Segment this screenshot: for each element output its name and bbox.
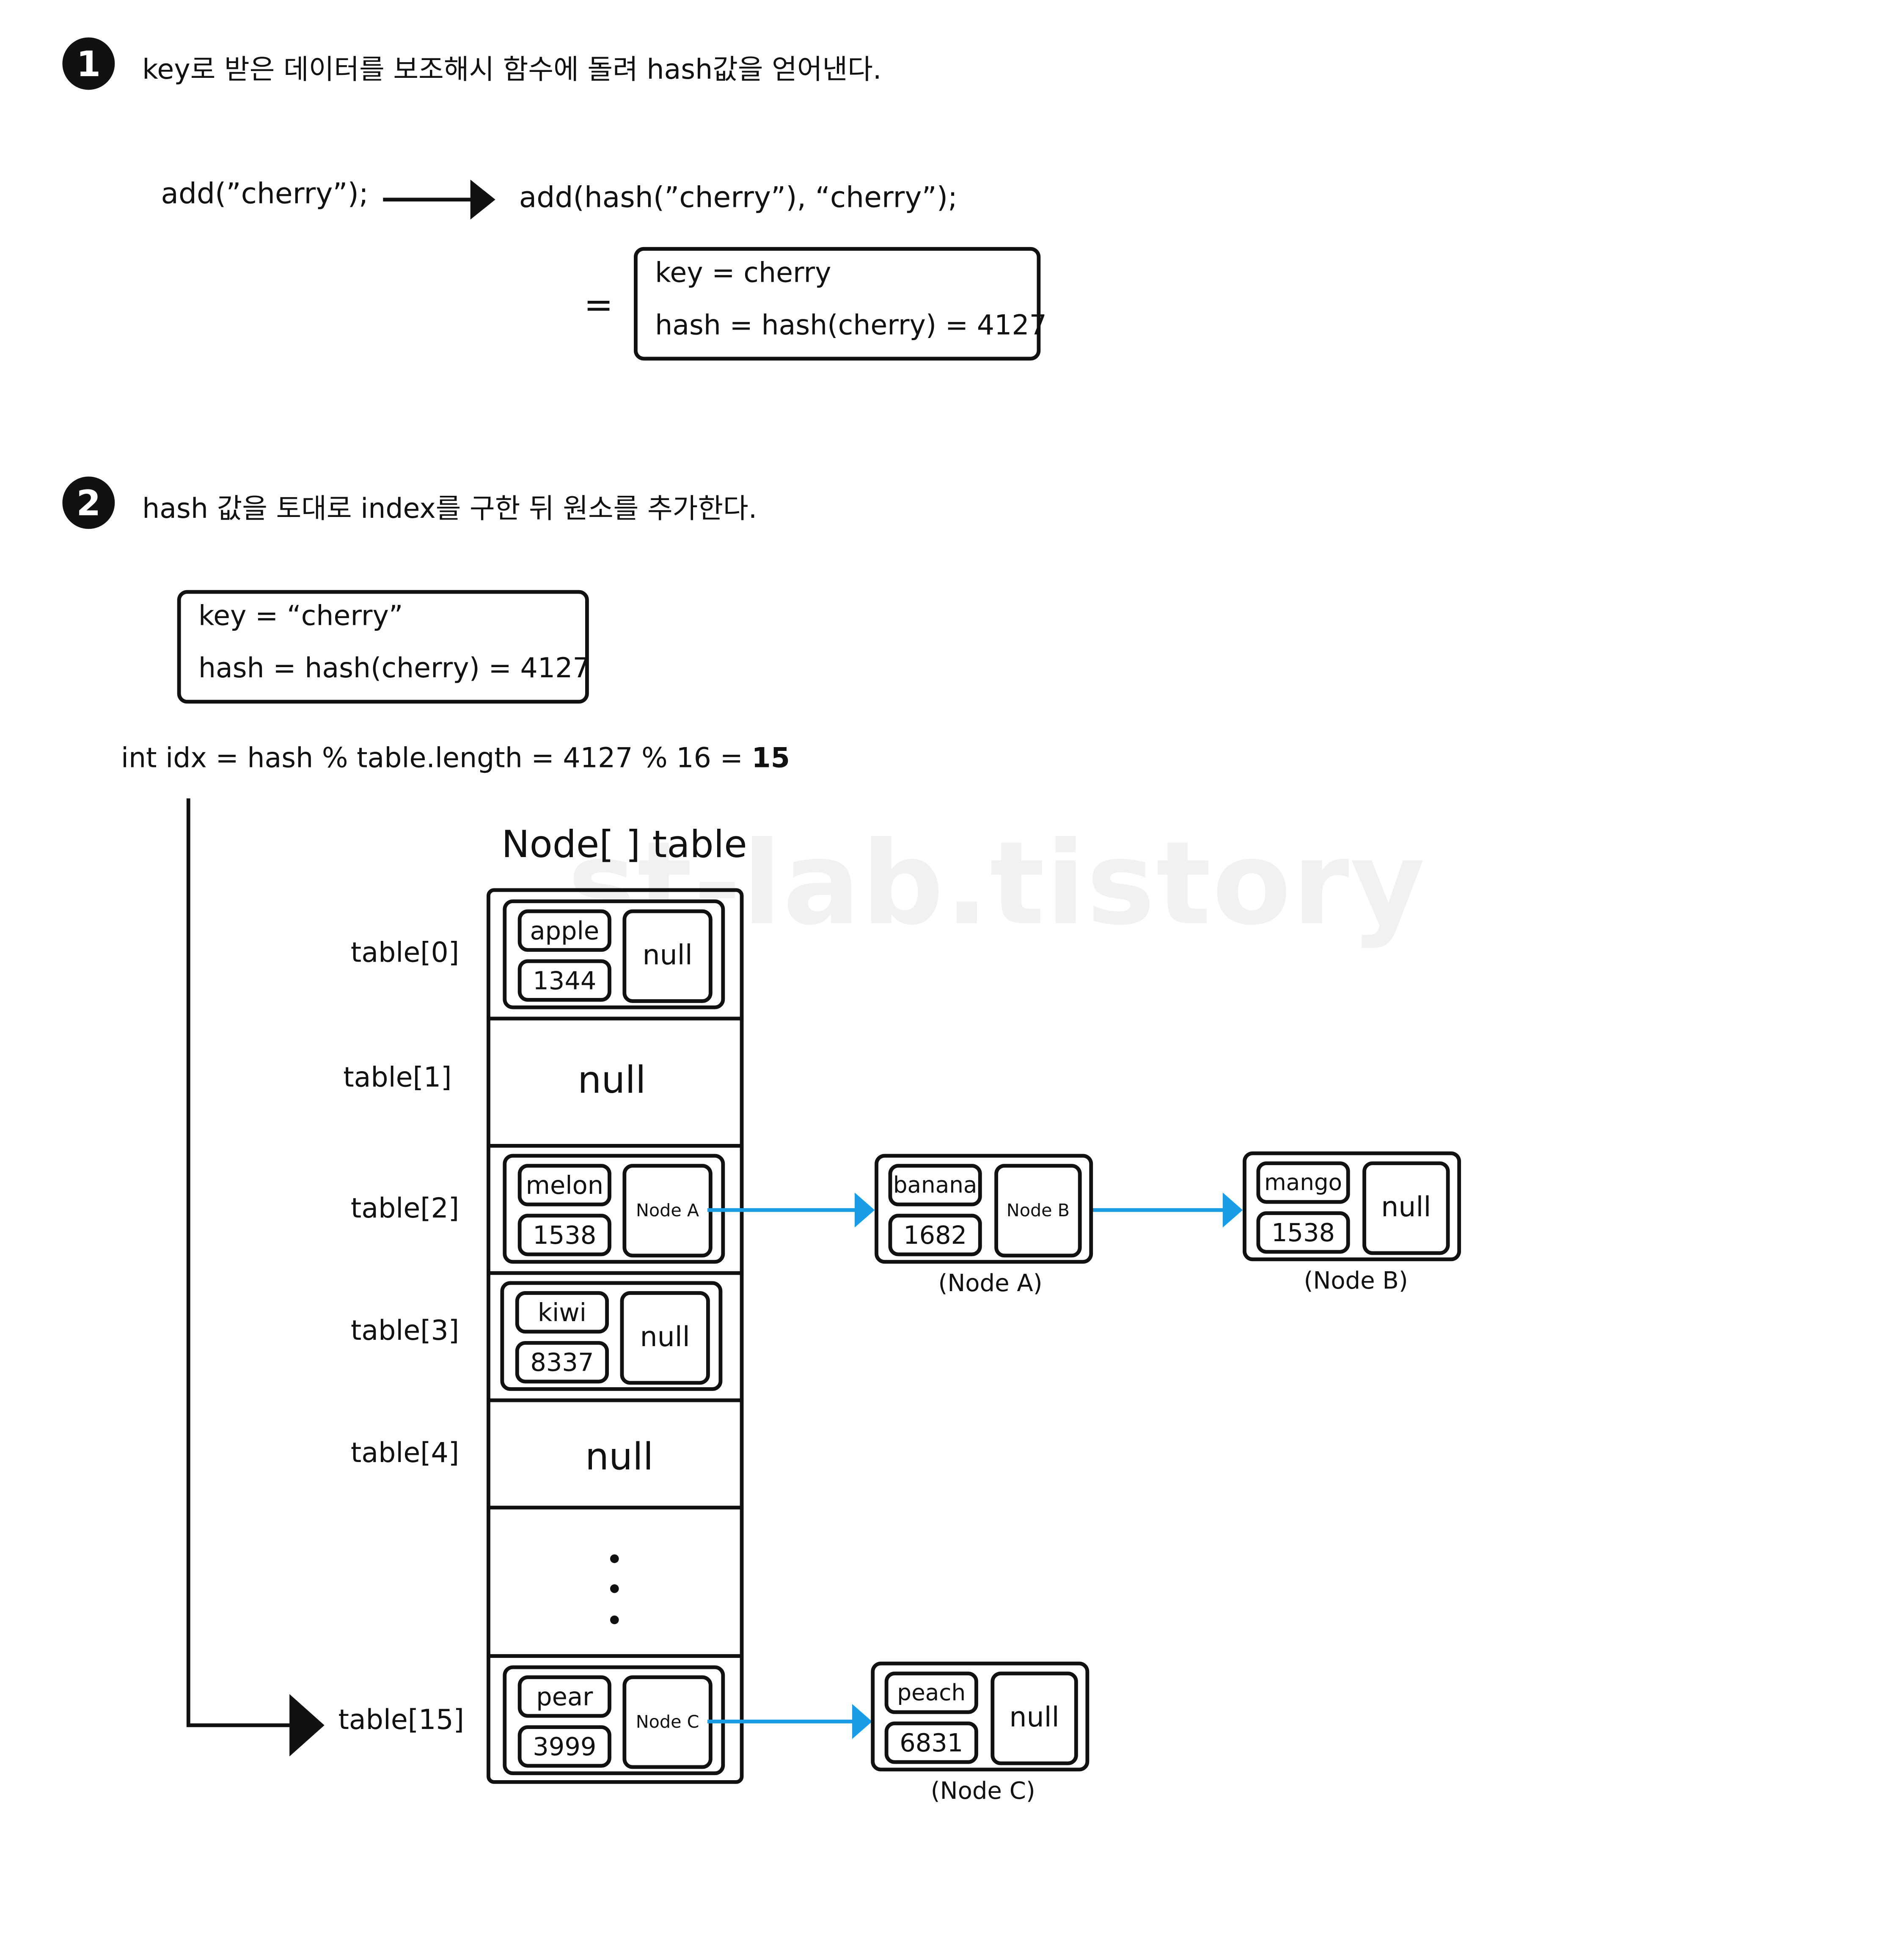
node-hash: 6831	[884, 1721, 978, 1764]
slot-label-4: table[4]	[350, 1438, 459, 1470]
table-slot-2-node: melon 1538 Node A	[503, 1154, 725, 1264]
node-next: null	[1362, 1161, 1450, 1255]
step1-key-line: key = cherry	[655, 258, 831, 290]
arrow-to-node-b-icon	[1075, 1193, 1243, 1228]
step1-hash-line: hash = hash(cherry) = 4127	[655, 311, 1047, 342]
node-next: Node B	[994, 1164, 1082, 1258]
index-pointer-arrow-icon	[186, 798, 325, 1756]
arrow-to-node-c-icon	[707, 1704, 872, 1739]
right-arrow-icon	[383, 179, 495, 220]
slot-label-3: table[3]	[350, 1316, 459, 1347]
node-c: peach 6831 null	[871, 1661, 1090, 1772]
table-slot-1-null: null	[578, 1059, 646, 1103]
node-key: mango	[1256, 1161, 1350, 1204]
table-slot-4-null: null	[585, 1436, 654, 1480]
table-title: Node[ ] table	[501, 823, 747, 867]
index-formula: int idx = hash % table.length = 4127 % 1…	[121, 743, 790, 775]
node-a: banana 1682 Node B	[875, 1154, 1093, 1264]
node-hash: 1682	[888, 1214, 982, 1256]
call-after: add(hash(”cherry”), “cherry”);	[519, 182, 958, 215]
node-key: kiwi	[515, 1291, 609, 1334]
node-hash: 3999	[517, 1725, 611, 1768]
node-key: banana	[888, 1164, 982, 1207]
row-divider	[487, 1271, 744, 1275]
node-hash: 1538	[517, 1214, 611, 1256]
step2-key-line: key = “cherry”	[198, 601, 403, 633]
table-slot-15-node: pear 3999 Node C	[503, 1665, 725, 1776]
equals-sign: =	[584, 284, 614, 326]
node-next: null	[620, 1291, 710, 1385]
node-next: null	[991, 1671, 1078, 1765]
node-key: pear	[517, 1675, 611, 1718]
row-divider	[487, 1506, 744, 1510]
step2-key-box: key = “cherry” hash = hash(cherry) = 412…	[177, 590, 590, 704]
node-b-caption: (Node B)	[1304, 1267, 1408, 1295]
slot-label-15: table[15]	[338, 1705, 464, 1737]
row-divider	[487, 1654, 744, 1658]
table-slot-3-node: kiwi 8337 null	[500, 1281, 723, 1391]
node-next: null	[622, 909, 713, 1003]
row-divider	[487, 1017, 744, 1021]
table-slot-0-node: apple 1344 null	[503, 899, 725, 1009]
ellipsis-dot	[610, 1554, 619, 1563]
node-hash: 8337	[515, 1341, 609, 1384]
step2-hash-line: hash = hash(cherry) = 4127	[198, 654, 590, 685]
index-result: 15	[751, 743, 790, 775]
step1-badge: 1	[62, 37, 115, 90]
index-expression: int idx = hash % table.length = 4127 % 1…	[121, 743, 752, 775]
node-table	[487, 888, 744, 1784]
row-divider	[487, 1144, 744, 1148]
step2-text: hash 값을 토대로 index를 구한 뒤 원소를 추가한다.	[142, 494, 757, 525]
node-hash: 1344	[517, 959, 611, 1002]
slot-label-1: table[1]	[343, 1063, 452, 1094]
node-hash: 1538	[1256, 1211, 1350, 1254]
step1-text: key로 받은 데이터를 보조해시 함수에 돌려 hash값을 얻어낸다.	[142, 55, 882, 86]
node-key: peach	[884, 1671, 978, 1714]
ellipsis-dot	[610, 1584, 619, 1593]
slot-label-0: table[0]	[350, 938, 459, 970]
slot-label-2: table[2]	[350, 1194, 459, 1225]
step1-result-box: key = cherry hash = hash(cherry) = 4127	[633, 247, 1047, 361]
ellipsis-dot	[610, 1615, 619, 1624]
node-key: apple	[517, 909, 611, 952]
row-divider	[487, 1398, 744, 1402]
node-a-caption: (Node A)	[938, 1270, 1043, 1297]
call-before: add(”cherry”);	[161, 178, 369, 211]
node-c-caption: (Node C)	[930, 1778, 1035, 1805]
node-next: Node A	[622, 1164, 713, 1258]
node-key: melon	[517, 1164, 611, 1207]
node-next: Node C	[622, 1675, 713, 1769]
node-b: mango 1538 null	[1243, 1151, 1461, 1262]
step2-badge: 2	[62, 476, 115, 529]
arrow-to-node-a-icon	[707, 1193, 875, 1228]
